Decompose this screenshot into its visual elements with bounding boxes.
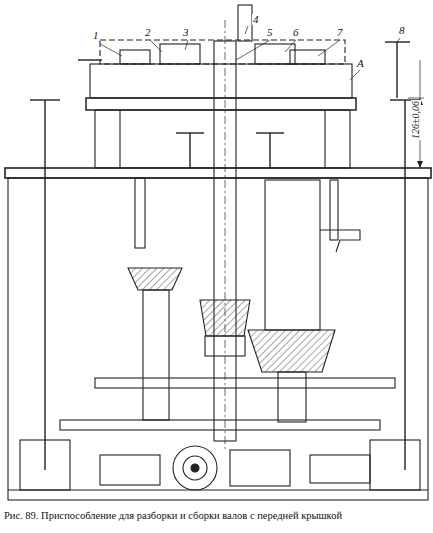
dimension: 126±0,06 [411, 100, 421, 140]
callout-number: 7 [336, 27, 344, 38]
leader-lines [100, 26, 400, 80]
center-cup [200, 300, 250, 336]
callout-number: A [356, 58, 365, 69]
callout-number: 2 [144, 27, 152, 38]
callout-number: 3 [182, 27, 190, 38]
left-column [143, 290, 169, 420]
callout-number: 5 [266, 27, 274, 38]
clamp-1 [120, 50, 150, 64]
housing [8, 178, 428, 500]
callout-number: 4 [252, 14, 260, 25]
part-3 [160, 44, 200, 64]
upper-body [90, 64, 352, 98]
dashed-outline [100, 40, 345, 64]
gear [173, 446, 217, 490]
left-cup [128, 268, 182, 290]
base-line [8, 489, 428, 490]
top-plate [5, 168, 431, 178]
handles [30, 42, 420, 470]
callout-number: 6 [292, 27, 300, 38]
guide [135, 178, 145, 248]
right-cup [248, 330, 335, 372]
right-cylinder [265, 180, 320, 330]
frame [95, 110, 350, 168]
part-6 [255, 44, 295, 64]
caption: Рис. 89. Приспособление для разборки и с… [4, 510, 342, 522]
screw-4 [238, 5, 252, 41]
callout-number: 8 [398, 25, 406, 36]
callout-number: 1 [92, 30, 100, 41]
clamp-plate [86, 98, 356, 110]
fork [320, 230, 360, 252]
crossbar [95, 378, 395, 388]
